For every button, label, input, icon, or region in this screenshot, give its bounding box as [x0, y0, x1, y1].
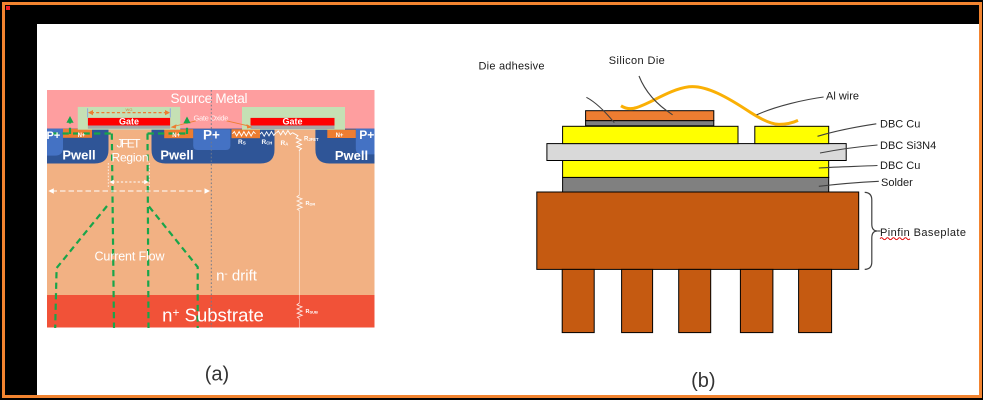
- svg-text:Pwell: Pwell: [160, 148, 193, 163]
- svg-text:RCH: RCH: [262, 139, 273, 146]
- svg-text:Al wire: Al wire: [826, 91, 859, 103]
- svg-text:RDR: RDR: [306, 201, 316, 207]
- svg-text:Region: Region: [112, 151, 149, 165]
- svg-text:Current Flow: Current Flow: [95, 250, 166, 264]
- svg-text:N+: N+: [172, 133, 180, 139]
- svg-text:Pwell: Pwell: [62, 148, 95, 163]
- svg-text:RA: RA: [281, 140, 289, 147]
- svg-text:DBC Cu: DBC Cu: [880, 160, 920, 172]
- svg-text:Gate: Gate: [119, 117, 139, 127]
- svg-text:RJFET: RJFET: [304, 137, 319, 143]
- svg-text:WG: WG: [126, 107, 133, 112]
- svg-text:DBC Si3N4: DBC Si3N4: [880, 140, 936, 152]
- svg-text:RS: RS: [238, 139, 246, 146]
- svg-text:P+: P+: [203, 128, 220, 143]
- svg-text:(b): (b): [691, 370, 715, 392]
- svg-text:(a): (a): [205, 364, 229, 386]
- svg-text:Gate Oxide: Gate Oxide: [194, 114, 229, 123]
- svg-text:Silicon Die: Silicon Die: [609, 55, 665, 67]
- svg-text:P+: P+: [47, 130, 61, 142]
- svg-text:Pwell: Pwell: [335, 148, 368, 163]
- svg-text:Pinfin Baseplate: Pinfin Baseplate: [880, 227, 966, 239]
- svg-text:Solder: Solder: [881, 177, 913, 189]
- svg-text:Gate: Gate: [282, 117, 302, 127]
- svg-text:JFET: JFET: [117, 136, 142, 150]
- svg-text:n+ Substrate: n+ Substrate: [162, 304, 264, 325]
- svg-text:Die adhesive: Die adhesive: [479, 61, 545, 73]
- svg-text:DBC Cu: DBC Cu: [880, 119, 920, 131]
- svg-text:P+: P+: [359, 128, 374, 142]
- svg-text:n- drift: n- drift: [216, 267, 258, 284]
- svg-text:Source Metal: Source Metal: [171, 91, 248, 106]
- svg-text:N+: N+: [78, 133, 86, 139]
- svg-text:RSUB: RSUB: [306, 309, 319, 315]
- svg-text:N+: N+: [336, 133, 344, 139]
